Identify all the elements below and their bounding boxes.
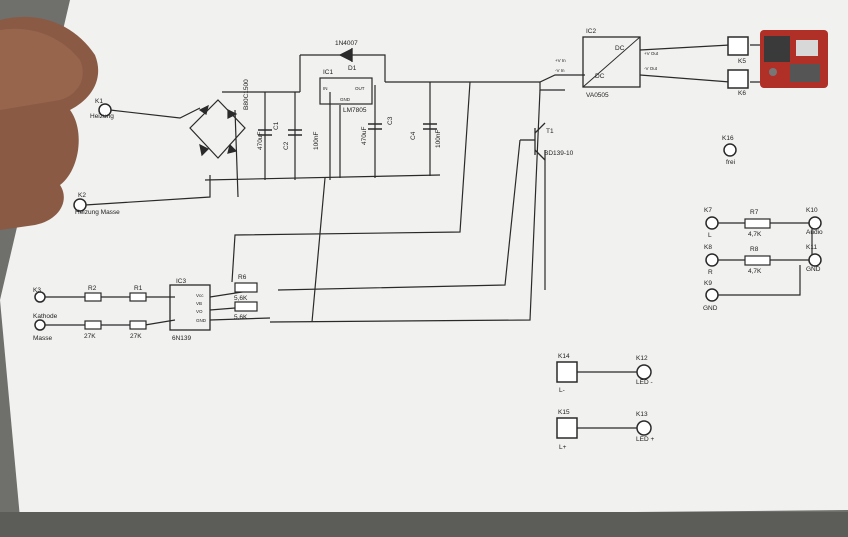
k11-label: GND (806, 266, 821, 273)
k8-ref: K8 (704, 244, 712, 251)
dcdc-out-label: DC (595, 73, 605, 80)
hand (0, 16, 99, 230)
diode-name: 1N4007 (335, 40, 358, 47)
regulator-box (319, 77, 373, 105)
opto-name: 6N139 (172, 335, 192, 342)
bridge-name: B80C1500 (243, 79, 250, 110)
r2-value: 27K (84, 333, 96, 340)
k7-ref: K7 (704, 207, 712, 214)
r5-value: 5,6K (234, 314, 248, 321)
r7-value: 4,7K (748, 231, 762, 238)
k1-ref: K1 (95, 98, 103, 105)
k4-label: Masse (33, 335, 53, 342)
k13-label: LED + (636, 436, 654, 443)
c1-ref: C1 (273, 121, 280, 130)
r8-value: 4,7K (748, 268, 762, 275)
regulator-pin-out: OUT (355, 86, 365, 91)
k15-label: L+ (559, 444, 567, 451)
terminal-circles (34, 103, 822, 436)
k8-label: R (708, 269, 713, 276)
opto-ref: IC3 (176, 278, 187, 285)
k10-ref: K10 (806, 207, 818, 214)
dcdc-box (582, 36, 641, 88)
k16-ref: K16 (722, 135, 734, 142)
k14-label: L- (559, 387, 565, 394)
dcdc-in-label: DC (615, 45, 625, 52)
opto-pin-vo: VO (196, 309, 203, 314)
k9-ref: K9 (704, 280, 712, 287)
r7-ref: R7 (750, 209, 759, 216)
r1-ref: R1 (134, 285, 143, 292)
dcdc-ref: IC2 (586, 28, 597, 35)
r2-ref: R2 (88, 285, 97, 292)
k9-label: GND (703, 305, 718, 312)
opto-pin-vcc: Vcc (196, 293, 204, 298)
resistor-symbols (84, 218, 771, 330)
wires (45, 44, 813, 429)
k11-ref: K11 (806, 244, 817, 251)
diode-ref: D1 (348, 65, 357, 72)
k5-ref: K5 (738, 58, 746, 65)
k1-label: Heizung (90, 113, 114, 120)
r8-ref: R8 (750, 246, 759, 253)
r6-value: 5,6K (234, 295, 248, 302)
k10-label: Audio (806, 229, 823, 236)
k2-label: Heizung Masse (75, 209, 120, 216)
paper-shadow (0, 512, 848, 537)
opto-pin-gnd: GND (196, 318, 207, 323)
capacitor-symbols (258, 123, 437, 136)
regulator-pin-in: IN (323, 86, 328, 91)
k12-ref: K12 (636, 355, 648, 362)
r6-ref: R6 (238, 274, 247, 281)
c4-ref: C4 (410, 131, 417, 140)
regulator-pin-gnd: GND (340, 97, 351, 102)
diode-symbol (338, 48, 353, 62)
usb-board-photo (760, 30, 828, 88)
c2-value: 100nF (313, 132, 320, 150)
k3-label: Kathode (33, 313, 58, 320)
k15-ref: K15 (558, 409, 570, 416)
k12-label: LED - (636, 379, 653, 386)
dcdc-pin-vout-neg: -V Out (644, 66, 658, 71)
k14-ref: K14 (558, 353, 570, 360)
dcdc-name: VA0505 (586, 92, 609, 99)
transistor-symbol (520, 122, 546, 161)
k13-ref: K13 (636, 411, 648, 418)
transistor-ref: T1 (546, 128, 554, 135)
paper-sheet (0, 0, 848, 518)
optocoupler-box (169, 284, 211, 331)
c1-value: 470uF (257, 132, 264, 150)
k3-ref: K3 (33, 287, 41, 294)
dcdc-pin-vin-pos: +V In (555, 58, 566, 63)
terminal-squares (556, 36, 749, 439)
k7-label: L (708, 232, 712, 239)
regulator-ref: IC1 (323, 69, 334, 76)
k2-ref: K2 (78, 192, 86, 199)
dcdc-pin-vout-pos: +V Out (644, 51, 659, 56)
r1-value: 27K (130, 333, 142, 340)
c2-ref: C2 (283, 141, 290, 150)
c3-ref: C3 (387, 116, 394, 125)
opto-pin-vb: VB (196, 301, 202, 306)
dcdc-pin-vin-neg: -V In (555, 68, 565, 73)
c3-value: 470uF (361, 127, 368, 145)
transistor-name: BD139-10 (544, 150, 574, 157)
regulator-name: LM7805 (343, 107, 367, 114)
k16-label: frei (726, 159, 735, 166)
k6-ref: K6 (738, 90, 746, 97)
c4-value: 100nF (435, 130, 442, 148)
bridge-rectifier (189, 99, 246, 159)
